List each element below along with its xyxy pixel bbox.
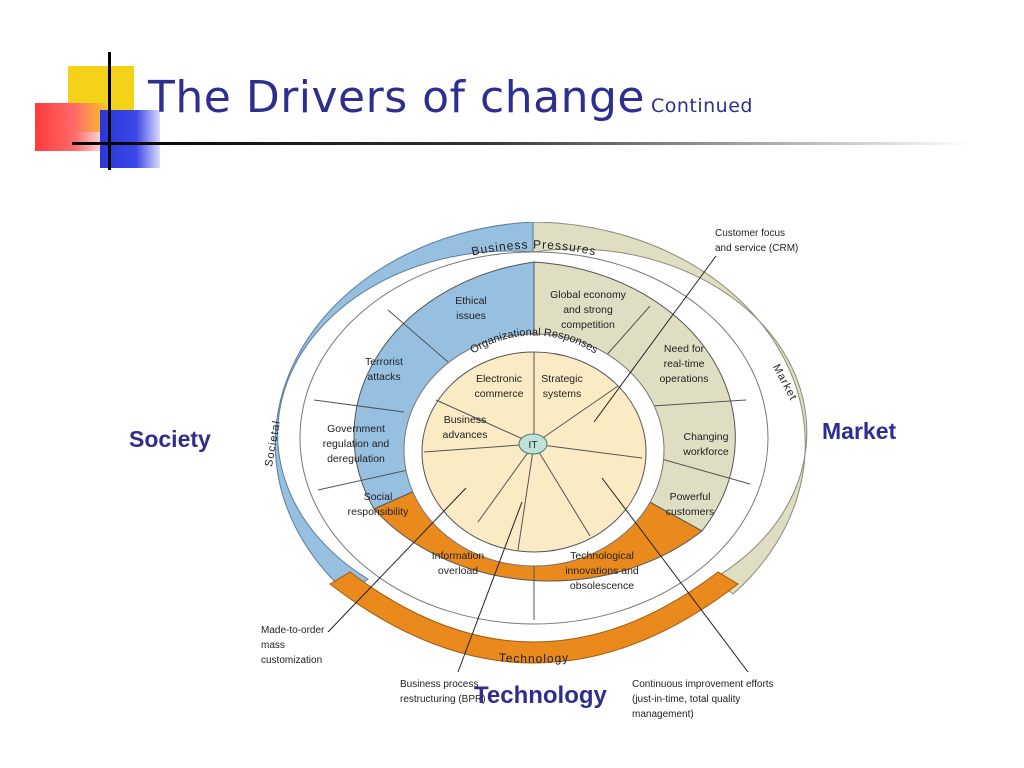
pressure-technological-innovations-line: obsolescence [570,580,634,592]
pressure-government-regulation: Government regulation and deregulation [323,423,390,465]
center-it [518,433,548,455]
response-electronic-commerce-line: commerce [474,388,523,400]
pressure-ethical-issues-line: Ethical [455,295,487,307]
callout-business-process-line: Business process [400,679,478,690]
pressure-ethical-issues-line: issues [456,310,486,322]
pressure-government-regulation-line: regulation and [323,438,390,450]
pressure-information-overload-line: overload [438,565,478,577]
pressure-social-responsibility-line: Social [364,491,393,503]
business-pressures-ring-label: Business Pressures [470,237,598,258]
pressure-powerful-customers-line: customers [666,506,714,518]
pressure-global-economy-line: Global economy [550,289,627,301]
pressure-ethical-issues: Ethical issues [455,295,487,322]
pressure-terrorist-attacks-line: attacks [367,371,400,383]
response-business-advances-line: advances [443,429,488,441]
society-label: Society [129,426,211,452]
pressure-social-responsibility-line: responsibility [348,506,409,518]
callout-business-process: Business process restructuring (BPR) [400,679,486,705]
response-business-advances: Business advances [443,414,488,441]
pressure-social-responsibility: Social responsibility [348,491,409,518]
callout-customer-focus-line: and service (CRM) [715,243,798,254]
callout-made-to-order: Made-to-order mass customization [261,625,325,666]
callout-continuous-improvement: Continuous improvement efforts (just-in-t… [632,679,774,720]
pressure-real-time-operations-line: real-time [664,358,705,370]
callout-continuous-improvement-line: management) [632,709,694,720]
response-strategic-systems: Strategic systems [541,373,582,400]
slide-title-main: The Drivers of change [148,72,645,123]
pressure-global-economy: Global economy and strong competition [550,289,627,331]
pressure-information-overload: Information overload [432,550,485,577]
response-electronic-commerce-line: Electronic [476,373,522,385]
pressure-changing-workforce: Changing workforce [682,431,729,458]
pressure-government-regulation-line: Government [327,423,385,435]
callout-made-to-order-line: Made-to-order [261,625,325,636]
pressure-terrorist-attacks-line: Terrorist [365,356,403,368]
response-strategic-systems-line: systems [543,388,582,400]
pressure-powerful-customers-line: Powerful [670,491,711,503]
title-underline [72,142,972,145]
market-label: Market [822,418,897,444]
pressure-technological-innovations: Technological innovations and obsolescence [565,550,639,592]
pressure-changing-workforce-line: workforce [682,446,729,458]
pressure-real-time-operations-line: operations [659,373,708,385]
callout-made-to-order-line: customization [261,655,322,666]
response-strategic-systems-line: Strategic [541,373,582,385]
callout-lines [327,255,749,673]
pressure-government-regulation-line: deregulation [327,453,385,465]
outer-ring-market [532,222,808,595]
callout-customer-focus: Customer focus and service (CRM) [715,228,798,254]
pressure-technological-innovations-line: innovations and [565,565,639,577]
pressure-real-time-operations: Need for real-time operations [659,343,708,385]
pressure-technological-innovations-line: Technological [570,550,634,562]
pressure-information-overload-line: Information [432,550,485,562]
outer-ring-technology [329,571,739,664]
pressure-global-economy-line: competition [561,319,615,331]
pressure-global-economy-line: and strong [563,304,613,316]
pressure-changing-workforce-line: Changing [684,431,729,443]
callout-made-to-order-line: mass [261,640,285,651]
drivers-of-change-diagram: IT Business Pressures Organizational Res… [258,222,810,720]
pressure-powerful-customers: Powerful customers [666,491,714,518]
callout-continuous-improvement-line: Continuous improvement efforts [632,679,774,690]
pressure-real-time-operations-line: Need for [664,343,705,355]
center-it-label: IT [529,440,538,451]
callout-business-process-line: restructuring (BPR) [400,694,486,705]
response-spokes [423,352,643,551]
response-business-advances-line: Business [444,414,487,426]
response-electronic-commerce: Electronic commerce [474,373,523,400]
slide-title-suffix: Continued [650,95,753,117]
deco-vertical-line [108,52,111,170]
pressure-terrorist-attacks: Terrorist attacks [365,356,403,383]
callout-continuous-improvement-line: (just-in-time, total quality [632,694,740,705]
outer-ring-societal [274,222,534,595]
technology-label: Technology [474,682,607,709]
technology-ring-label: Technology [498,651,569,666]
callout-customer-focus-line: Customer focus [715,228,785,239]
